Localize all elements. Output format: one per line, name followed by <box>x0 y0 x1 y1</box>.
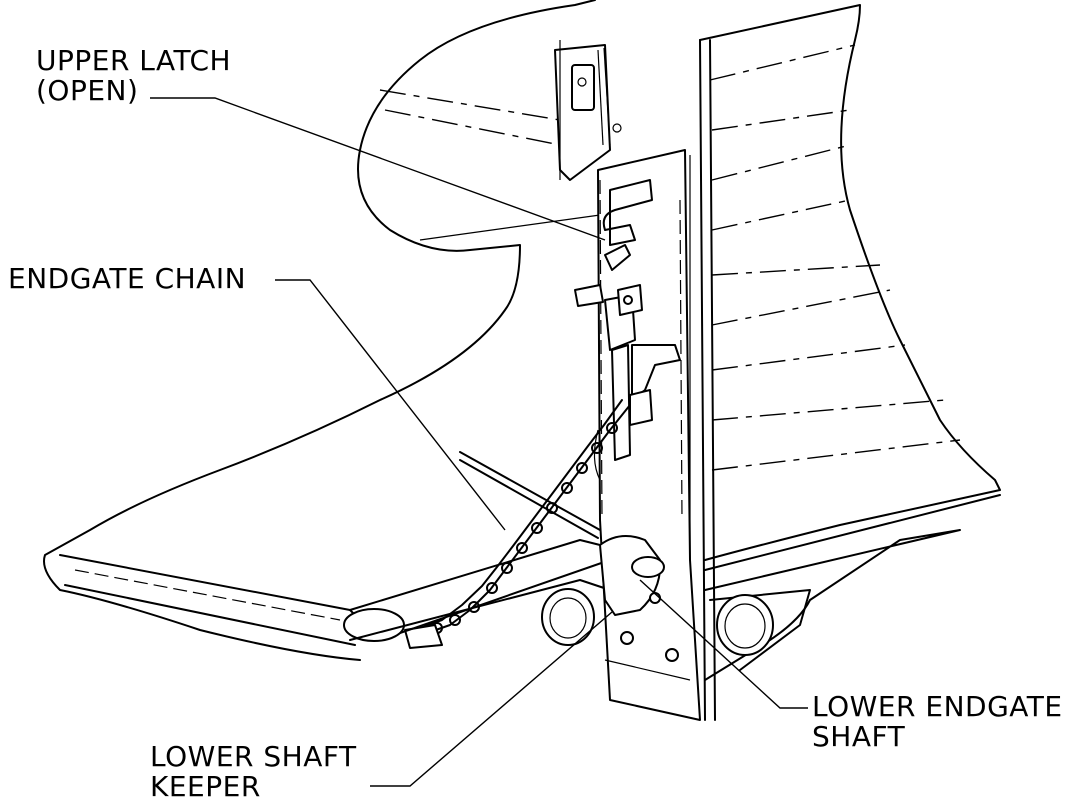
callout-lower-shaft-keeper: LOWER SHAFT KEEPER <box>150 742 357 802</box>
top-hinge <box>554 44 622 181</box>
callout-lower-shaft-keeper-line2: KEEPER <box>150 770 261 803</box>
leaders <box>150 97 808 787</box>
callout-upper-latch: UPPER LATCH (OPEN) <box>36 46 231 106</box>
callout-endgate-chain: ENDGATE CHAIN <box>8 264 246 294</box>
callout-endgate-chain-line1: ENDGATE CHAIN <box>8 262 247 295</box>
callout-lower-endgate-shaft-line1: LOWER ENDGATE <box>812 690 1063 723</box>
right-side-panel <box>699 4 1001 721</box>
endgate-chain <box>404 399 631 649</box>
callout-lower-endgate-shaft: LOWER ENDGATE SHAFT <box>812 692 1063 752</box>
callout-lower-endgate-shaft-line2: SHAFT <box>812 720 906 753</box>
callout-upper-latch-line2: (OPEN) <box>36 74 139 107</box>
floor-plank <box>59 451 611 646</box>
callout-lower-shaft-keeper-line1: LOWER SHAFT <box>150 740 357 773</box>
callout-upper-latch-line1: UPPER LATCH <box>36 44 232 77</box>
lower-shaft-keeper <box>541 535 774 656</box>
